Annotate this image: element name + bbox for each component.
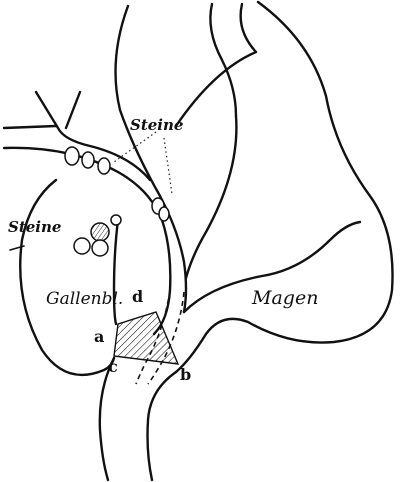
bile-duct-upper-arm — [36, 92, 150, 180]
label-gallenblase: Gallenbl. — [46, 289, 123, 309]
stomach-outer — [176, 4, 256, 126]
stomach-inner-fold — [186, 116, 236, 278]
steine-pointer-right — [164, 138, 172, 194]
stone-gallbladder-2 — [91, 223, 109, 241]
stone-descending-2 — [159, 207, 169, 221]
stone-gallbladder-3 — [74, 238, 90, 254]
stone-duct-3 — [98, 158, 110, 174]
duodenum-left — [100, 358, 114, 480]
fistula-hatched-area — [114, 312, 178, 364]
stone-duct-2 — [82, 152, 94, 168]
stone-duct-1 — [65, 147, 79, 165]
label-point-a: a — [94, 327, 104, 346]
label-steine-top: Steine — [130, 116, 183, 134]
bile-duct-lower-arm — [4, 126, 56, 128]
stomach-upper-edge — [210, 4, 236, 116]
stone-gallbladder-1 — [111, 215, 121, 225]
bile-duct-descending-outer — [118, 172, 170, 334]
label-point-c: c — [108, 357, 118, 376]
duodenum-right — [148, 372, 177, 480]
stomach-right-wall — [176, 2, 393, 372]
label-magen: Magen — [251, 287, 318, 309]
label-point-d: d — [132, 287, 143, 306]
label-steine-left: Steine — [8, 218, 61, 236]
bile-duct-upper-arm-inner — [66, 92, 80, 128]
stone-gallbladder-4 — [92, 240, 108, 256]
label-point-b: b — [180, 365, 191, 384]
